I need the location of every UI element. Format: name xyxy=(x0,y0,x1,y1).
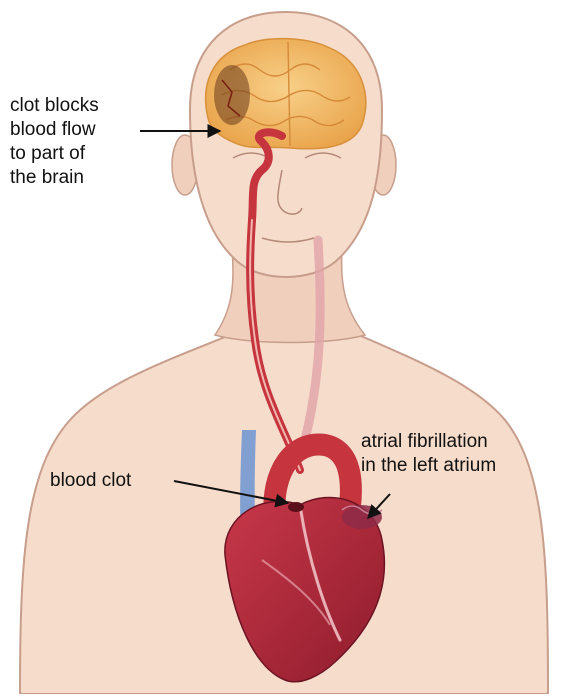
infarct-area xyxy=(214,65,250,125)
label-line: clot blocks xyxy=(10,94,99,118)
label-atrial-fibrillation: atrial fibrillation in the left atrium xyxy=(361,430,496,478)
label-blood-clot: blood clot xyxy=(50,469,131,493)
label-line: in the left atrium xyxy=(361,454,496,478)
label-line: atrial fibrillation xyxy=(361,430,496,454)
blood-clot-mark xyxy=(288,502,304,512)
label-line: blood clot xyxy=(50,469,131,493)
label-clot-blocks-brain: clot blocks blood flow to part of the br… xyxy=(10,94,99,190)
label-line: to part of xyxy=(10,142,99,166)
label-line: blood flow xyxy=(10,118,99,142)
label-line: the brain xyxy=(10,166,99,190)
